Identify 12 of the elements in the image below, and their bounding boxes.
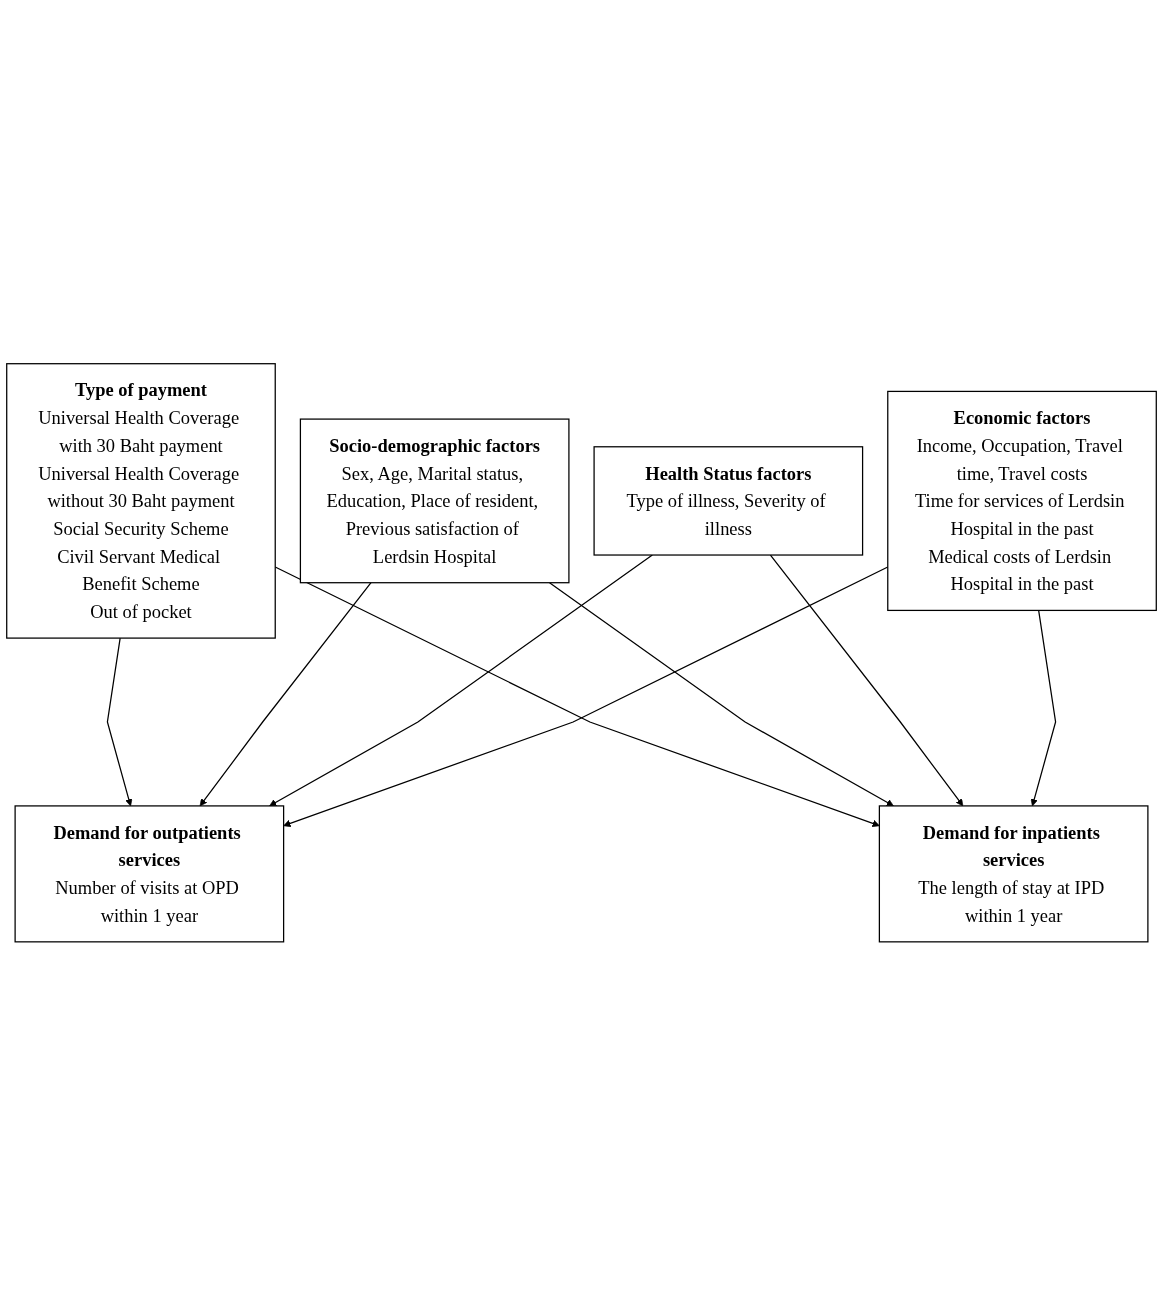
node-box: Demand for inpatients services The length of stay at IPD within 1 year — [878, 805, 1149, 943]
arrow — [106, 637, 133, 806]
node-box: Socio-demographic factors Sex, Age, Marital status, Education, Place of resident, Previous satisfaction of Lerdsin Hospital — [299, 418, 570, 584]
node-box: Economic factors Income, Occupation, Travel time, Travel costs Time for services of Lerdsin Hospital in the past Medical costs of Lerdsin Hospital in the past — [887, 390, 1157, 611]
node-box: Type of payment Universal Health Coverage with 30 Baht payment Universal Health Coverage without 30 Baht payment Social Security Scheme Civil Servant Medical Benefit Scheme Out of pocket — [6, 362, 276, 639]
arrow — [269, 554, 653, 806]
node-box: Health Status factors Type of illness, Severity of illness — [593, 445, 864, 556]
node-box: Demand for outpatients services Number of visits at OPD within 1 year — [14, 805, 285, 943]
arrow — [548, 581, 894, 806]
arrow — [769, 554, 964, 806]
arrow — [199, 581, 372, 806]
arrow — [1030, 609, 1057, 806]
